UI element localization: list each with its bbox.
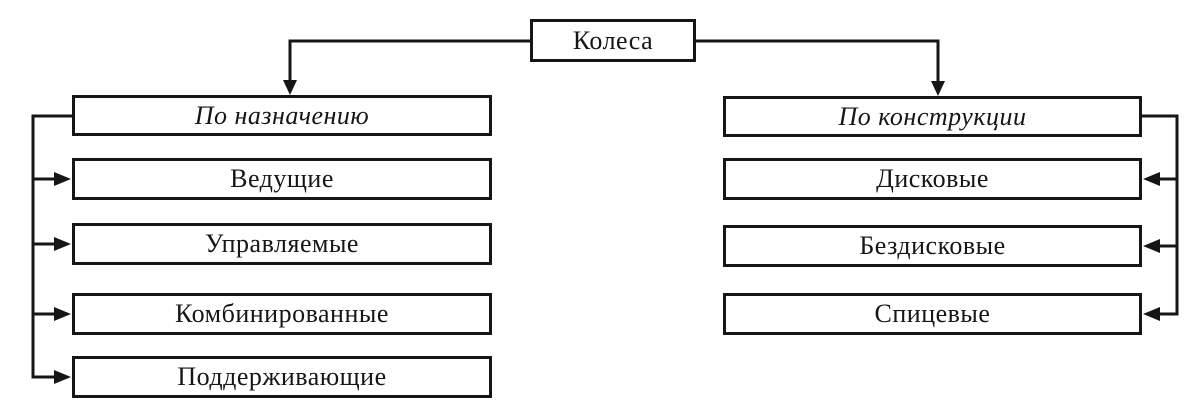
node-by-purpose-label: По назначению [194,100,370,130]
node-by-construction-label: По конструкции [838,101,1027,131]
node-discless-label: Бездисковые [859,231,1006,260]
node-combined-label: Комбинированные [175,299,389,328]
node-disc-label: Дисковые [876,164,989,193]
arrowhead-right-item-1 [1143,172,1160,186]
node-by-construction: По конструкции [723,96,1142,137]
arrowhead-down-right [931,81,945,96]
node-combined: Комбинированные [72,293,492,335]
node-supporting: Поддерживающие [72,356,492,398]
node-driving-label: Ведущие [230,164,334,193]
arrowhead-left-item-3 [54,307,71,321]
arrowhead-down-left [283,80,297,95]
node-wheels-label: Колеса [572,25,654,55]
connector-root-to-right [696,39,940,83]
connector-right-trunk [1142,114,1179,316]
node-wheels: Колеса [530,19,696,62]
node-spoked-label: Спицевые [874,299,991,328]
node-disc: Дисковые [723,158,1142,200]
arrowhead-left-item-2 [54,237,71,251]
node-by-purpose: По назначению [72,95,492,136]
connector-left-trunk [31,114,72,379]
arrowhead-left-item-1 [54,172,71,186]
node-discless: Бездисковые [723,225,1142,267]
arrowhead-right-item-2 [1143,239,1160,253]
arrowhead-left-item-4 [54,370,71,384]
arrowhead-right-item-3 [1143,307,1160,321]
node-steered: Управляемые [72,223,492,265]
node-driving: Ведущие [72,158,492,200]
connector-root-to-left [288,39,530,82]
node-spoked: Спицевые [723,293,1142,335]
node-steered-label: Управляемые [205,229,359,258]
node-supporting-label: Поддерживающие [177,362,387,391]
